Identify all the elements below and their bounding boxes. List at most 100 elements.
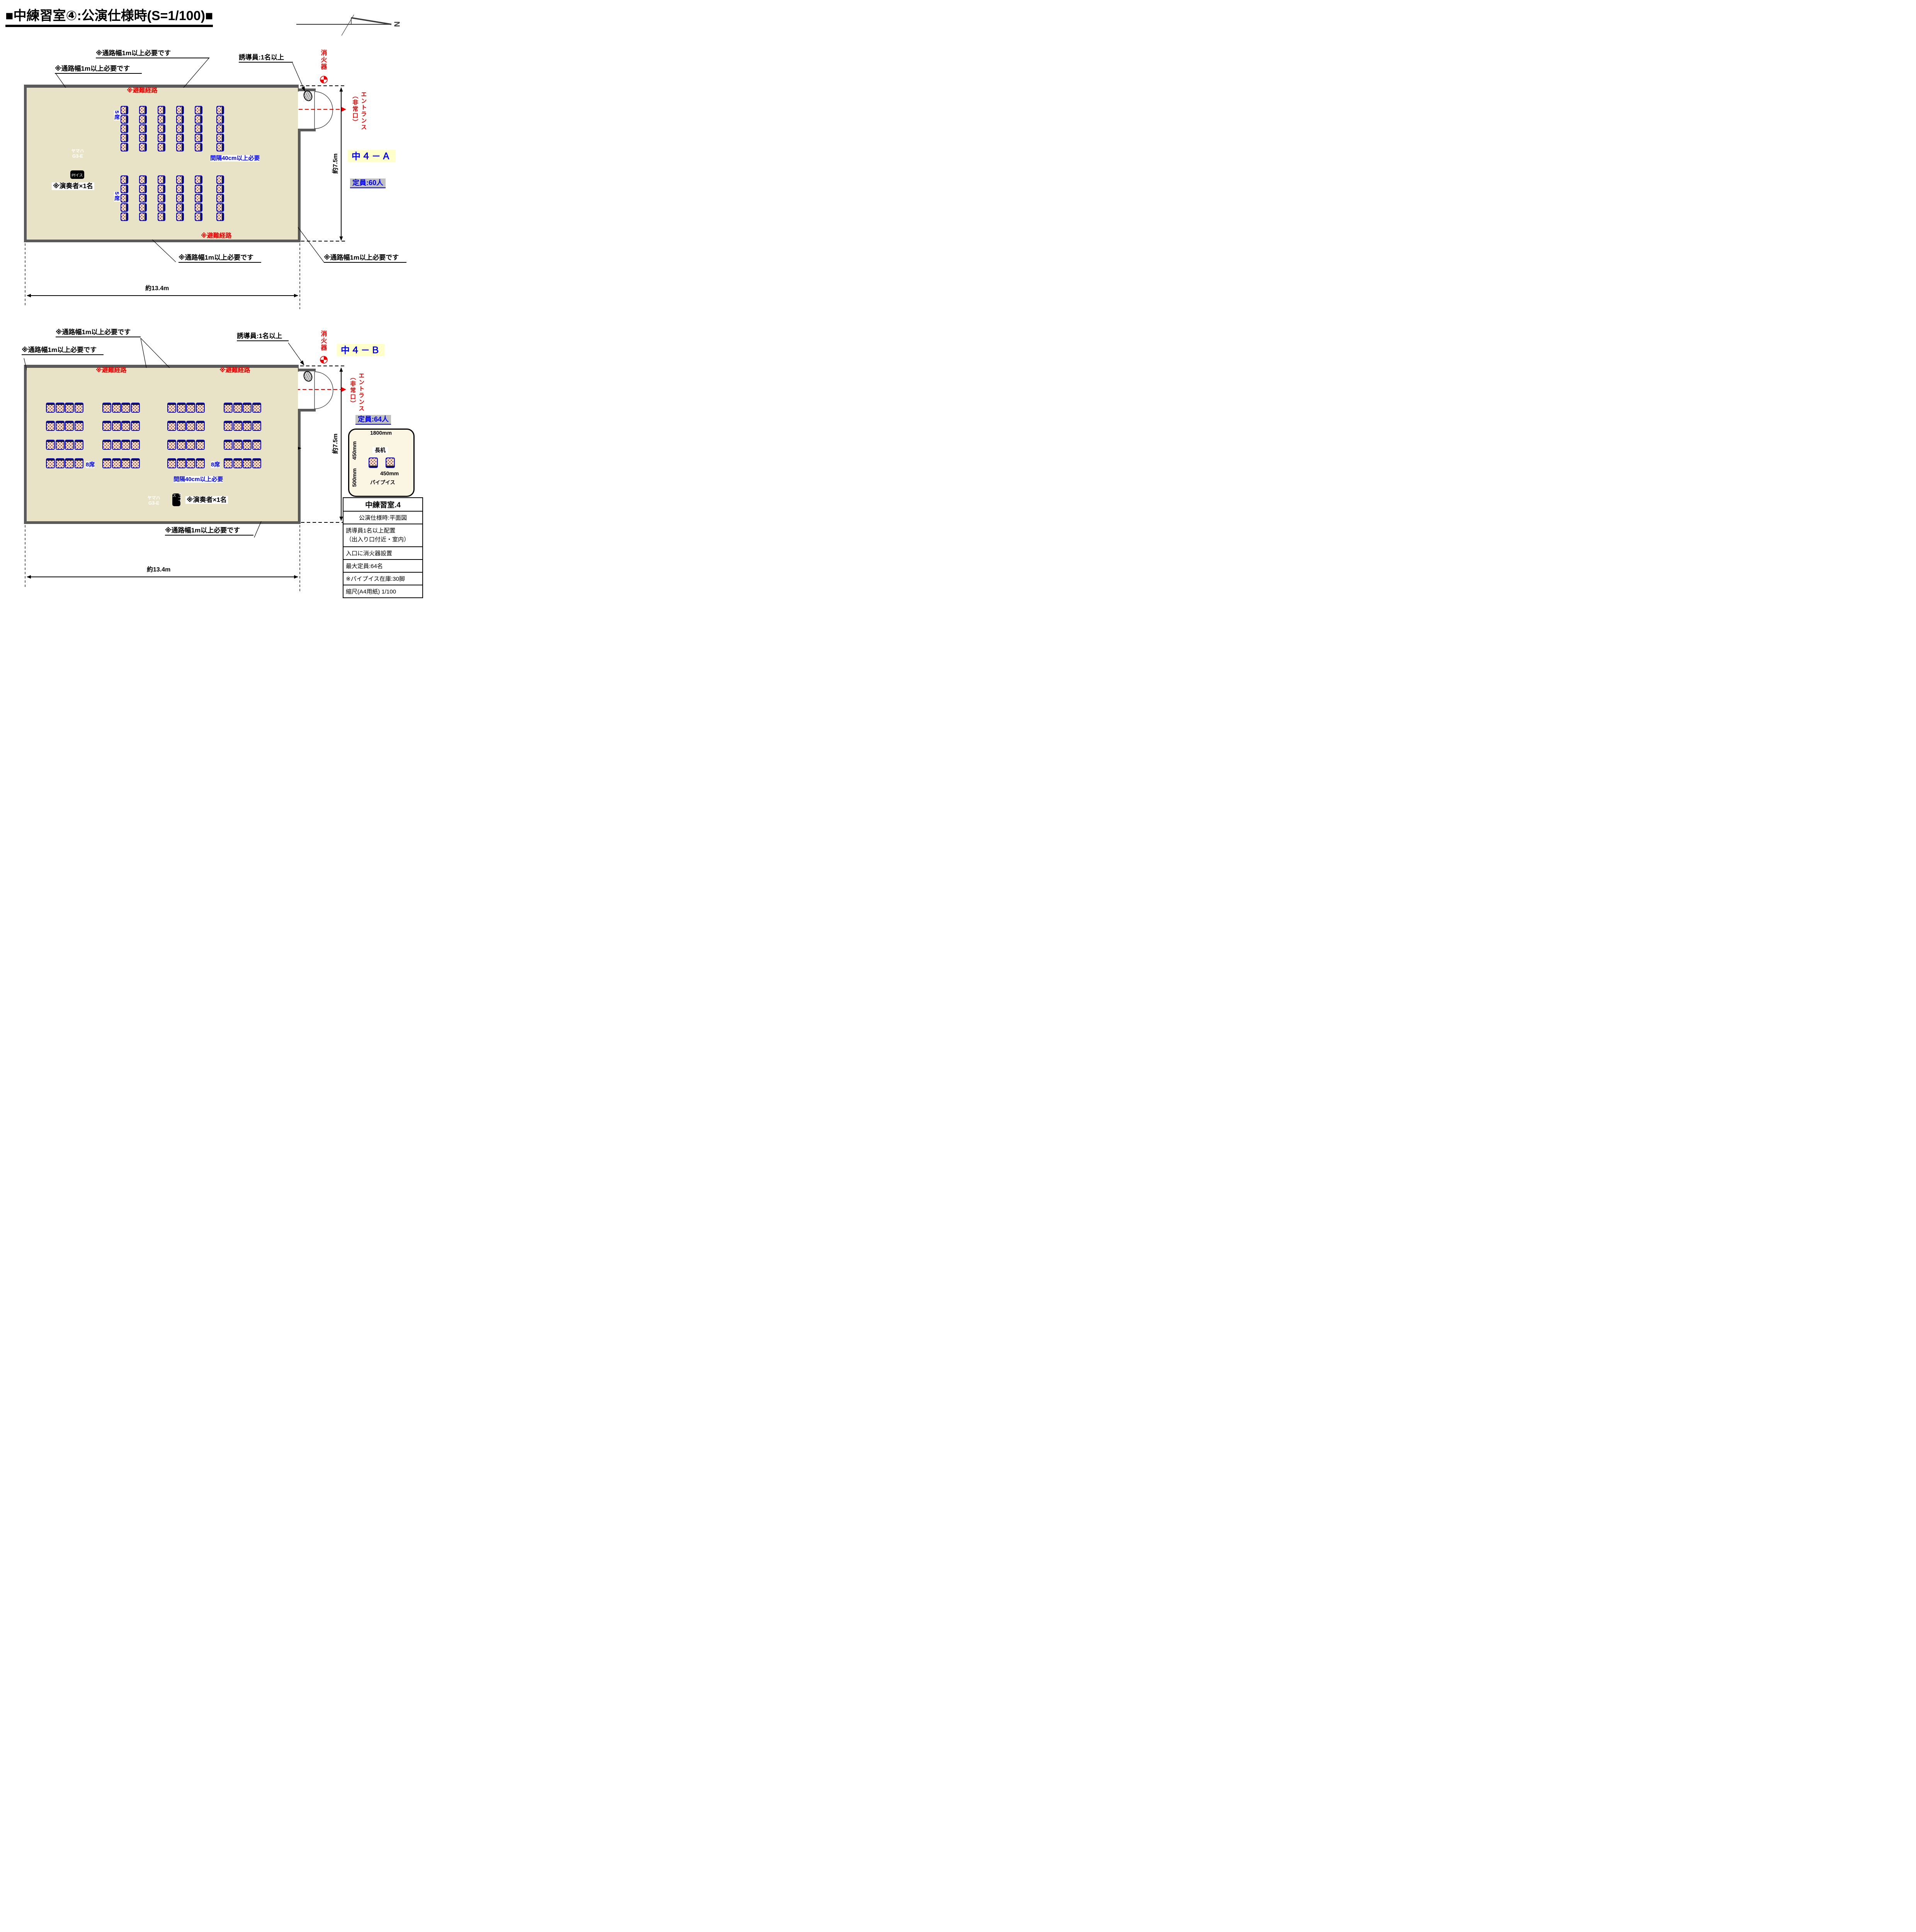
seat <box>195 124 202 133</box>
seat <box>121 106 128 114</box>
seat <box>167 458 176 468</box>
seat <box>224 440 233 450</box>
detail-table-width: 1800mm <box>370 430 392 436</box>
seat <box>55 458 65 468</box>
seat <box>139 194 147 202</box>
aisle-note-b-left: ※通路幅1m以上必要です <box>22 346 104 355</box>
seat <box>216 213 224 221</box>
seat <box>224 403 233 413</box>
detail-table-label: 長机 <box>372 447 388 454</box>
seat <box>112 440 121 450</box>
seat <box>176 134 184 142</box>
seat <box>121 458 130 468</box>
seat <box>177 403 186 413</box>
seat <box>102 403 111 413</box>
entrance-label-a2: （非常口） <box>352 93 359 126</box>
room-name-a: 中４－Ａ <box>348 150 396 163</box>
extinguisher-icon-a <box>320 76 328 83</box>
aisle-note-a-top1: ※通路幅1m以上必要です <box>96 49 209 58</box>
seat <box>158 185 165 193</box>
seat <box>102 421 111 431</box>
seat <box>369 457 378 468</box>
aisle-note-a-top2: ※通路幅1m以上必要です <box>55 65 142 74</box>
floor-plan-sheet: ■中練習室④:公演仕様時(S=1/100)■ N ※通路幅1m以上必要です ※通… <box>0 0 426 602</box>
aisle-note-a-bottom1: ※通路幅1m以上必要です <box>179 254 261 263</box>
aisle-note-a-bottom2: ※通路幅1m以上必要です <box>324 254 406 263</box>
seat <box>121 203 128 212</box>
seat <box>65 421 74 431</box>
seat <box>46 403 55 413</box>
seat <box>74 403 83 413</box>
seat <box>243 458 252 468</box>
entrance-label-b2: （非常口） <box>349 374 356 407</box>
seat <box>65 458 74 468</box>
width-dim-a: 約13.4m <box>145 285 169 292</box>
piano-brand-b: ヤマハ <box>147 496 160 500</box>
seat <box>158 203 165 212</box>
seat <box>176 213 184 221</box>
seat <box>216 143 224 151</box>
seat <box>195 143 202 151</box>
seat <box>55 421 65 431</box>
detail-chair-width: 450mm <box>380 470 399 476</box>
piano-stool-b: Pfイス <box>172 493 182 506</box>
seat <box>121 403 130 413</box>
seat <box>176 203 184 212</box>
info-sheet-type: 公演仕様時:平面図 <box>343 511 422 524</box>
north-label: N <box>392 21 401 27</box>
seat-count-b2: 8席 <box>211 461 220 468</box>
info-room-name: 中練習室.4 <box>365 501 401 509</box>
wall-extension-dashed <box>300 85 345 523</box>
seat <box>74 458 83 468</box>
seat <box>121 194 128 202</box>
info-chair-stock: ※パイプイス在庫:30脚 <box>343 571 422 585</box>
seat <box>195 115 202 124</box>
piano-model-b: G3-E <box>148 500 159 506</box>
seat <box>158 134 165 142</box>
seat <box>74 421 83 431</box>
gap-note-a: 間隔40cm以上必要 <box>210 155 260 162</box>
seat <box>216 185 224 193</box>
seat <box>102 440 111 450</box>
double-door-a <box>314 91 333 129</box>
seat-count-a-bottom: 5席 <box>114 192 121 202</box>
seat <box>216 124 224 133</box>
seat <box>195 194 202 202</box>
seat <box>121 185 128 193</box>
seat <box>186 440 195 450</box>
seat <box>224 421 233 431</box>
seat <box>139 203 147 212</box>
guide-note-a: 誘導員:1名以上 <box>239 54 293 63</box>
seat <box>177 458 186 468</box>
seat <box>177 421 186 431</box>
seat <box>224 458 233 468</box>
performer-note-a: ※演奏者×1名 <box>52 182 94 190</box>
seat <box>112 403 121 413</box>
escape-label-b-left: ※避難経路 <box>96 367 127 374</box>
seat <box>216 175 224 184</box>
piano-brand-a: ヤマハ <box>71 149 84 153</box>
seat <box>243 440 252 450</box>
seat <box>196 440 205 450</box>
seat <box>177 440 186 450</box>
guide-person-a <box>303 90 313 101</box>
capacity-a: 定員:60人 <box>350 179 386 188</box>
seat <box>112 421 121 431</box>
seat <box>121 134 128 142</box>
seat <box>158 213 165 221</box>
seat <box>216 203 224 212</box>
escape-label-b-right: ※避難経路 <box>219 367 250 374</box>
seat <box>252 440 261 450</box>
extinguisher-label-a: 消火器 <box>320 49 326 70</box>
seat <box>252 421 261 431</box>
seat <box>55 440 65 450</box>
seat <box>121 421 130 431</box>
seat <box>139 143 147 151</box>
escape-label-a-top: ※避難経路 <box>127 87 158 94</box>
furniture-detail-box <box>348 429 415 497</box>
seat <box>65 440 74 450</box>
seat <box>131 403 140 413</box>
seat <box>216 115 224 124</box>
seat <box>196 403 205 413</box>
info-table: 中練習室.4 公演仕様時:平面図 誘導員1名以上配置 （出入り口付近・室内） 入… <box>343 497 423 598</box>
